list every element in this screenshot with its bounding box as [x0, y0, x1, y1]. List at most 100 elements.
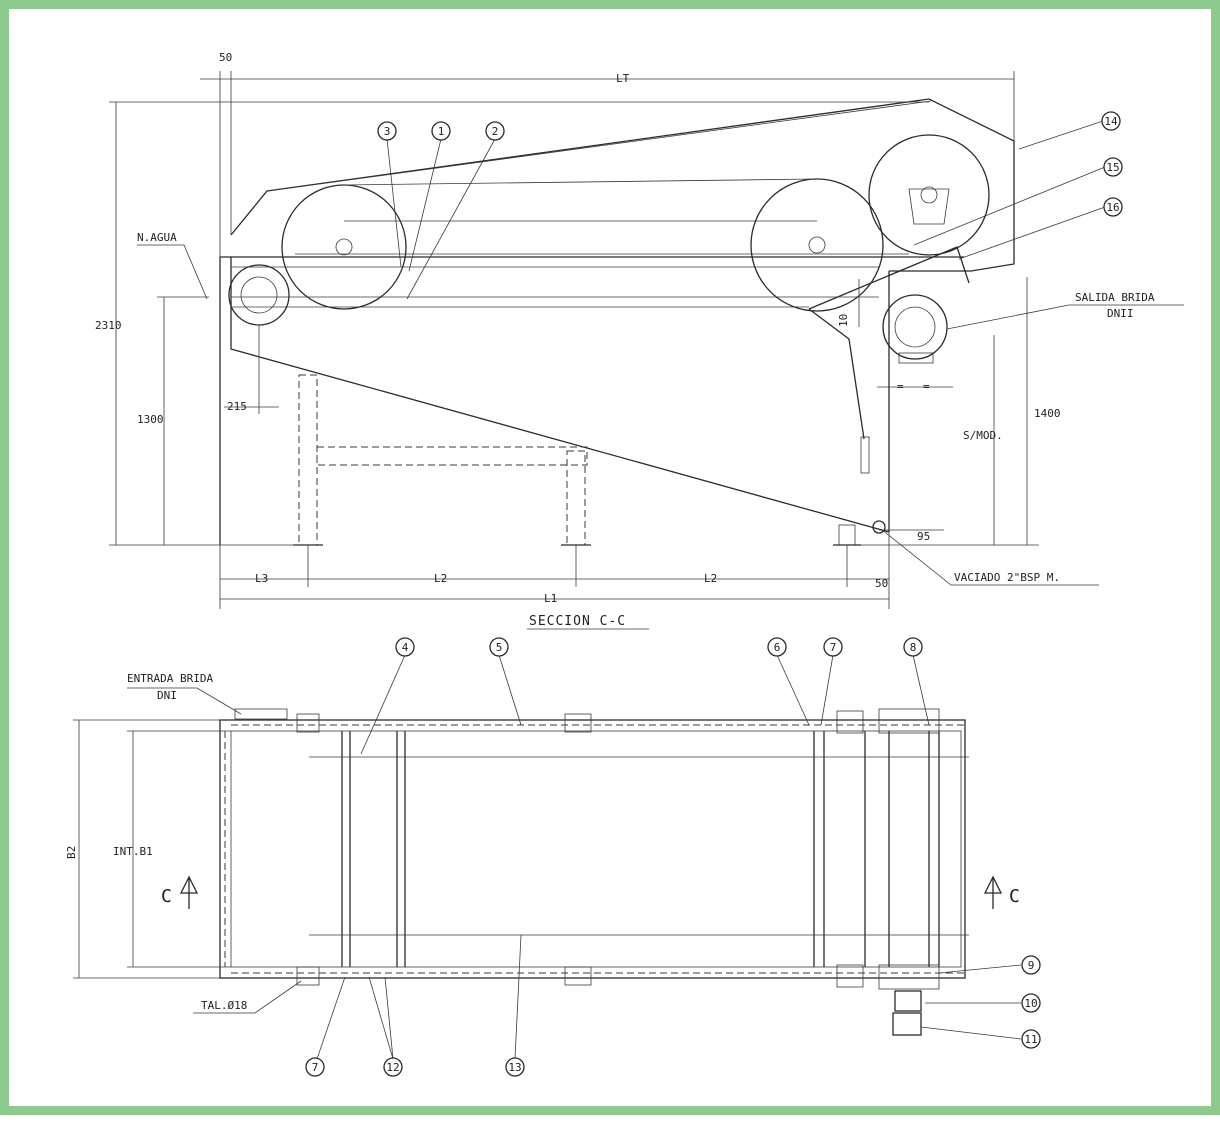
dim-l2-right: L2	[704, 572, 717, 585]
callout-8: 8	[910, 641, 917, 654]
dim-flange-eq-right: =	[923, 380, 930, 393]
label-nagua: N.AGUA	[137, 231, 177, 244]
leader-14	[1018, 120, 1104, 150]
section-mark-left: C	[161, 886, 172, 907]
callout-9: 9	[1028, 959, 1035, 972]
callout-12: 12	[386, 1061, 399, 1074]
dim-2310: 2310	[95, 319, 122, 332]
callout-7b-circle	[305, 1057, 325, 1077]
callout-2-circle	[485, 121, 505, 141]
callout-4-circle	[395, 637, 415, 657]
label-vaciado: VACIADO 2"BSP M.	[954, 571, 1060, 584]
dim-50-bottom: 50	[875, 577, 888, 590]
scraper-tip	[860, 436, 870, 474]
callout-7a-circle	[823, 637, 843, 657]
bearing-drive-top	[878, 708, 940, 734]
bearing-tr	[836, 710, 864, 734]
leader-12a	[368, 976, 394, 1060]
discharge-chute	[808, 246, 970, 310]
drum-middle-hub	[808, 236, 826, 254]
leader-nagua	[137, 244, 208, 300]
callout-14: 14	[1104, 115, 1118, 128]
inlet-flange	[228, 264, 290, 326]
leader-15	[913, 166, 1106, 246]
callout-7b: 7	[312, 1061, 319, 1074]
callout-11-circle	[1021, 1029, 1041, 1049]
outlet-flange-foot	[898, 352, 934, 364]
callout-1: 1	[438, 125, 445, 138]
leader-vaciado	[880, 528, 1099, 586]
callout-15: 15	[1106, 161, 1119, 174]
plan-outer-frame	[219, 719, 966, 979]
section-title: SECCION C-C	[529, 614, 626, 629]
leader-13	[514, 934, 522, 1060]
motor	[892, 1012, 922, 1036]
bearing-tm	[564, 713, 592, 733]
callout-6: 6	[774, 641, 781, 654]
leader-8	[912, 654, 930, 726]
callout-6-circle	[767, 637, 787, 657]
hood-ridge	[266, 100, 932, 192]
callout-16: 16	[1106, 201, 1119, 214]
leg-left	[298, 374, 318, 546]
dim-lt: LT	[616, 72, 630, 85]
callout-15-circle	[1103, 157, 1123, 177]
callout-4: 4	[402, 641, 409, 654]
bearing-tl	[296, 713, 320, 733]
dim-smod: S/MOD.	[963, 429, 1003, 442]
callout-16-circle	[1103, 197, 1123, 217]
section-mark-right: C	[1009, 886, 1020, 907]
drum-middle	[750, 178, 884, 312]
label-entrada-2: DNI	[157, 689, 177, 702]
dim-l3: L3	[255, 572, 268, 585]
label-salida-2: DNII	[1107, 307, 1134, 320]
cross-brace	[316, 446, 588, 466]
leader-salida	[946, 304, 1184, 330]
callout-9-circle	[1021, 955, 1041, 975]
inlet-stub	[234, 708, 288, 720]
dim-215: 215	[227, 400, 247, 413]
callout-13-circle	[505, 1057, 525, 1077]
callout-8-circle	[903, 637, 923, 657]
dim-1300: 1300	[137, 413, 164, 426]
label-tal: TAL.Ø18	[201, 999, 247, 1012]
bearing-housing	[908, 188, 950, 225]
leader-12b	[384, 976, 394, 1060]
callout-7a: 7	[830, 641, 837, 654]
drum-drive	[868, 134, 990, 256]
callout-13: 13	[508, 1061, 521, 1074]
leader-3	[386, 138, 402, 268]
callout-5: 5	[496, 641, 503, 654]
dim-95: 95	[917, 530, 930, 543]
dim-l2-left: L2	[434, 572, 447, 585]
plan-inner-frame	[230, 730, 962, 968]
callouts: 3 1 2 14 15 16 4 5 6 7 8 9 10 11 7 12 13	[305, 111, 1123, 1077]
scraper-plate	[808, 308, 865, 440]
dim-int-b1: INT.B1	[113, 845, 153, 858]
callout-14-circle	[1101, 111, 1121, 131]
leader-16	[958, 206, 1106, 260]
drum-left	[281, 184, 407, 310]
belt-upper	[343, 178, 818, 186]
leader-7-top	[820, 654, 834, 726]
leader-4	[360, 654, 406, 755]
dim-b2: B2	[65, 846, 78, 859]
callout-2: 2	[492, 125, 499, 138]
outlet-flange	[882, 294, 948, 360]
technical-drawing: 50 LT 2310 1300 215 1400 S/MOD. 95 50 L3…	[65, 51, 1184, 1077]
leader-11	[920, 1026, 1022, 1040]
bearing-bl	[296, 966, 320, 986]
label-entrada-1: ENTRADA BRIDA	[127, 672, 213, 685]
callout-11: 11	[1024, 1033, 1037, 1046]
callout-1-circle	[431, 121, 451, 141]
callout-12-circle	[383, 1057, 403, 1077]
leader-6	[776, 654, 810, 726]
callout-10-circle	[1021, 993, 1041, 1013]
leader-9	[938, 964, 1022, 974]
callout-3-circle	[377, 121, 397, 141]
drum-left-hub	[335, 238, 353, 256]
callout-10: 10	[1024, 997, 1037, 1010]
leader-tal	[193, 980, 302, 1014]
gearbox	[894, 990, 922, 1012]
leg-right	[838, 524, 856, 546]
